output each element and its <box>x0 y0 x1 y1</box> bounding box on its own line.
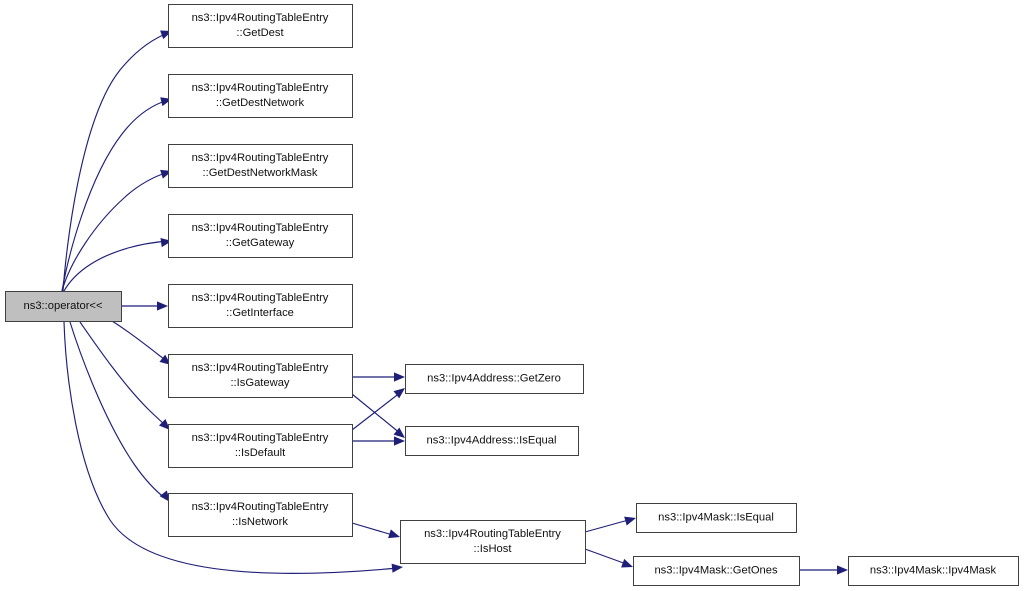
node-label-line: ::IsDefault <box>235 447 286 459</box>
node-box[interactable] <box>633 556 800 586</box>
graph-node-mask_getones[interactable]: ns3::Ipv4Mask::GetOnes <box>633 556 800 586</box>
node-label-line: ::IsGateway <box>230 377 289 389</box>
arrowhead-icon <box>391 563 403 573</box>
edge-line <box>584 548 630 566</box>
arrowhead-icon <box>393 388 405 399</box>
call-edge-isnetwork-to-ishost <box>351 522 400 539</box>
call-edge-isgateway-to-addr_isequal <box>351 393 405 438</box>
graph-node-addr_isequal[interactable]: ns3::Ipv4Address::IsEqual <box>405 426 579 456</box>
node-box[interactable] <box>5 291 122 322</box>
call-edge-isdefault-to-addr_getzero <box>351 388 405 431</box>
call-edge-root-to-getinterface <box>121 301 168 311</box>
edge-line <box>79 321 168 428</box>
node-label-line: ::GetDestNetwork <box>216 97 305 109</box>
node-box[interactable] <box>848 556 1019 586</box>
edge-line <box>62 32 169 292</box>
node-box[interactable] <box>168 493 353 537</box>
node-label-line: ns3::Ipv4Mask::IsEqual <box>658 511 774 523</box>
node-label-line: ns3::Ipv4RoutingTableEntry <box>192 432 329 444</box>
call-edge-root-to-ishost <box>63 321 403 574</box>
node-label-line: ns3::Ipv4RoutingTableEntry <box>192 12 329 24</box>
node-label-line: ns3::Ipv4RoutingTableEntry <box>192 362 329 374</box>
arrowhead-icon <box>157 301 168 311</box>
edge-line <box>69 321 167 500</box>
arrowhead-icon <box>624 516 636 526</box>
node-label-line: ::GetGateway <box>226 237 295 249</box>
graph-node-getdest[interactable]: ns3::Ipv4RoutingTableEntry::GetDest <box>168 4 353 48</box>
arrowhead-icon <box>158 418 170 430</box>
call-edge-isgateway-to-addr_getzero <box>352 372 405 382</box>
call-edge-root-to-getdestnetwork <box>61 97 172 292</box>
arrowhead-icon <box>837 565 848 575</box>
edge-line <box>63 240 169 292</box>
arrowhead-icon <box>388 529 400 539</box>
graph-node-mask_ctor[interactable]: ns3::Ipv4Mask::Ipv4Mask <box>848 556 1019 586</box>
graph-node-getdestnetworkmask[interactable]: ns3::Ipv4RoutingTableEntry::GetDestNetwo… <box>168 144 353 188</box>
arrowhead-icon <box>393 427 405 438</box>
call-edge-ishost-to-mask_isequal <box>584 516 636 533</box>
node-label-line: ::GetDest <box>236 27 284 39</box>
graph-node-isnetwork[interactable]: ns3::Ipv4RoutingTableEntry::IsNetwork <box>168 493 353 537</box>
node-label-line: ns3::Ipv4Mask::GetOnes <box>654 564 778 576</box>
node-box[interactable] <box>168 4 353 48</box>
node-label-line: ns3::Ipv4RoutingTableEntry <box>192 82 329 94</box>
edge-line <box>584 518 633 533</box>
call-edge-mask_getones-to-mask_ctor <box>799 565 848 575</box>
call-edge-root-to-isgateway <box>111 320 171 365</box>
node-box[interactable] <box>405 364 584 394</box>
node-label-line: ns3::Ipv4RoutingTableEntry <box>192 501 329 513</box>
node-label-line: ns3::Ipv4Mask::Ipv4Mask <box>870 564 997 576</box>
node-label-line: ::IsNetwork <box>232 516 288 528</box>
node-label-line: ns3::Ipv4Address::IsEqual <box>427 434 557 446</box>
node-label-line: ns3::Ipv4RoutingTableEntry <box>192 292 329 304</box>
graph-node-mask_isequal[interactable]: ns3::Ipv4Mask::IsEqual <box>636 503 797 533</box>
node-label-line: ::GetDestNetworkMask <box>202 167 317 179</box>
edge-line <box>61 99 169 292</box>
node-box[interactable] <box>400 520 586 564</box>
node-label-line: ::GetInterface <box>226 307 294 319</box>
graph-node-getgateway[interactable]: ns3::Ipv4RoutingTableEntry::GetGateway <box>168 214 353 258</box>
node-box[interactable] <box>168 74 353 118</box>
node-box[interactable] <box>636 503 797 533</box>
graph-node-root[interactable]: ns3::operator<< <box>5 291 122 322</box>
node-box[interactable] <box>168 214 353 258</box>
call-edge-isdefault-to-addr_isequal <box>352 436 405 446</box>
node-layer: ns3::operator<<ns3::Ipv4RoutingTableEntr… <box>5 4 1019 586</box>
edge-line <box>351 393 402 435</box>
node-box[interactable] <box>168 424 353 468</box>
call-edge-root-to-getgateway <box>63 237 172 292</box>
node-label-line: ns3::Ipv4RoutingTableEntry <box>192 152 329 164</box>
node-label-line: ns3::Ipv4Address::GetZero <box>427 372 561 384</box>
arrowhead-icon <box>159 490 170 502</box>
node-label-line: ns3::Ipv4RoutingTableEntry <box>192 222 329 234</box>
graph-node-isdefault[interactable]: ns3::Ipv4RoutingTableEntry::IsDefault <box>168 424 353 468</box>
call-edge-root-to-isdefault <box>79 321 170 430</box>
arrowhead-icon <box>621 558 633 568</box>
node-label-line: ns3::Ipv4RoutingTableEntry <box>424 528 561 540</box>
graph-node-ishost[interactable]: ns3::Ipv4RoutingTableEntry::IsHost <box>400 520 586 564</box>
arrowhead-icon <box>394 436 405 446</box>
node-box[interactable] <box>405 426 579 456</box>
graph-node-isgateway[interactable]: ns3::Ipv4RoutingTableEntry::IsGateway <box>168 354 353 398</box>
call-edge-ishost-to-mask_getones <box>584 548 633 568</box>
arrowhead-icon <box>394 372 405 382</box>
node-box[interactable] <box>168 284 353 328</box>
edge-layer <box>61 30 848 575</box>
graph-node-addr_getzero[interactable]: ns3::Ipv4Address::GetZero <box>405 364 584 394</box>
graph-node-getdestnetwork[interactable]: ns3::Ipv4RoutingTableEntry::GetDestNetwo… <box>168 74 353 118</box>
node-label-line: ns3::operator<< <box>24 300 103 312</box>
edge-line <box>351 391 402 431</box>
edge-line <box>111 320 168 363</box>
node-box[interactable] <box>168 144 353 188</box>
node-box[interactable] <box>168 354 353 398</box>
call-edge-root-to-isnetwork <box>69 321 170 502</box>
edge-line <box>61 171 169 292</box>
edge-line <box>351 522 397 537</box>
edge-line <box>63 321 399 574</box>
node-label-line: ::IsHost <box>474 543 513 555</box>
graph-node-getinterface[interactable]: ns3::Ipv4RoutingTableEntry::GetInterface <box>168 284 353 328</box>
